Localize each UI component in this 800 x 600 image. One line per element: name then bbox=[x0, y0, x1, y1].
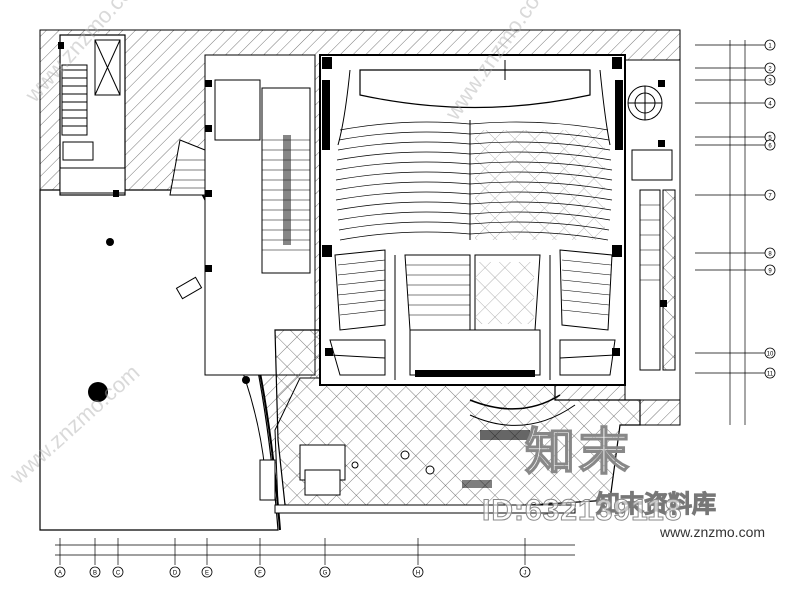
svg-text:5: 5 bbox=[768, 136, 772, 142]
axis-bubble-bottom: D bbox=[169, 566, 181, 578]
bottom-dimension-chain bbox=[55, 538, 575, 565]
axis-bubble-bottom: G bbox=[319, 566, 331, 578]
svg-text:E: E bbox=[205, 571, 209, 577]
svg-text:2: 2 bbox=[768, 67, 772, 73]
watermark-site-name: 知末资料库 bbox=[596, 490, 717, 519]
svg-text:D: D bbox=[173, 571, 178, 577]
svg-text:8: 8 bbox=[768, 252, 772, 258]
axis-bubble-right: 4 bbox=[764, 97, 776, 109]
svg-text:1: 1 bbox=[768, 44, 772, 50]
axis-bubble-right: 7 bbox=[764, 189, 776, 201]
site-marker-large bbox=[88, 382, 108, 402]
axis-bubble-right: 1 bbox=[764, 39, 776, 51]
left-building bbox=[58, 34, 126, 197]
right-axis-bubbles: 1 2 3 4 5 6 7 8 9 10 11 bbox=[764, 39, 776, 379]
svg-text:4: 4 bbox=[768, 102, 772, 108]
axis-bubble-bottom: A bbox=[54, 566, 66, 578]
svg-text:C: C bbox=[116, 571, 121, 577]
watermark-url: www.znzmo.com bbox=[660, 524, 766, 540]
axis-bubble-bottom: F bbox=[254, 566, 266, 578]
watermark-id: ID:632139118 bbox=[482, 494, 683, 528]
axis-bubble-right: 11 bbox=[764, 367, 776, 379]
svg-text:11: 11 bbox=[767, 372, 774, 378]
svg-text:F: F bbox=[258, 571, 262, 577]
site-marker-small-2 bbox=[242, 376, 250, 384]
axis-bubble-bottom: H bbox=[412, 566, 424, 578]
svg-text:A: A bbox=[58, 571, 62, 577]
axis-bubble-bottom: E bbox=[201, 566, 213, 578]
watermark-logo: 知末 bbox=[524, 422, 633, 482]
svg-text:J: J bbox=[524, 571, 527, 577]
svg-text:H: H bbox=[416, 571, 420, 577]
svg-text:9: 9 bbox=[768, 269, 772, 275]
site-marker-small bbox=[106, 238, 114, 246]
axis-bubble-bottom: C bbox=[112, 566, 124, 578]
axis-bubble-right: 8 bbox=[764, 247, 776, 259]
right-dimension-chain bbox=[695, 40, 765, 425]
axis-bubble-right: 2 bbox=[764, 62, 776, 74]
axis-bubble-right: 3 bbox=[764, 74, 776, 86]
lobby bbox=[274, 329, 641, 514]
axis-bubble-right: 6 bbox=[764, 139, 776, 151]
axis-bubble-bottom: J bbox=[519, 566, 531, 578]
east-corridor bbox=[624, 59, 681, 401]
svg-text:G: G bbox=[323, 571, 328, 577]
svg-text:B: B bbox=[93, 571, 97, 577]
axis-bubble-right: 10 bbox=[764, 347, 776, 359]
axis-bubble-right: 9 bbox=[764, 264, 776, 276]
auditorium-hall bbox=[319, 54, 626, 386]
lower-seating bbox=[334, 249, 613, 331]
svg-text:6: 6 bbox=[768, 144, 772, 150]
svg-text:7: 7 bbox=[768, 194, 772, 200]
svg-text:10: 10 bbox=[767, 352, 774, 358]
axis-bubble-bottom: B bbox=[89, 566, 101, 578]
svg-text:3: 3 bbox=[768, 79, 772, 85]
west-corridor bbox=[169, 54, 316, 376]
